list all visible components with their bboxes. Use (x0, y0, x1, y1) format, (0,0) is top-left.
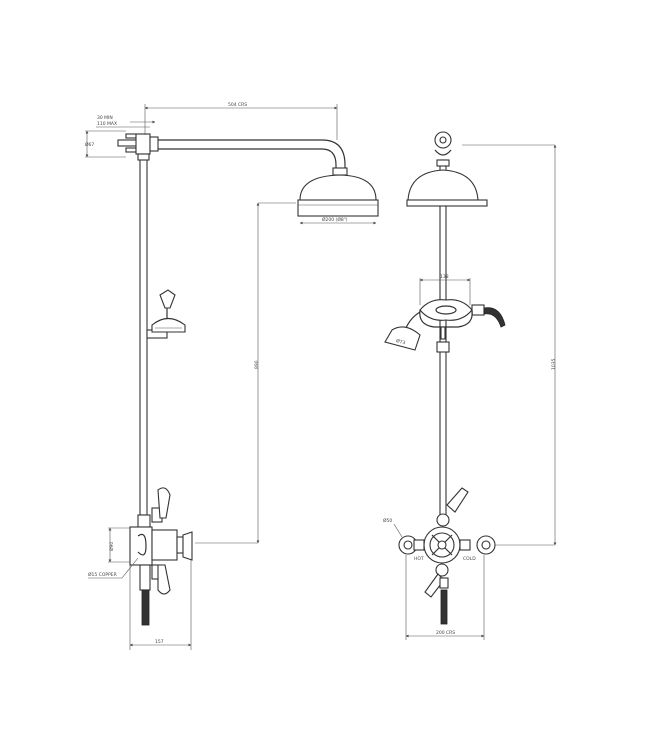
dim-wall-max: 110 MAX (97, 121, 117, 127)
front-flexible-hose (440, 589, 448, 625)
front-view: 138 Ø73 1035 Ø50 HOT COLD 200 CRS (383, 131, 557, 640)
side-thermostatic-valve (129, 487, 193, 626)
dim-handset-width: 138 (440, 274, 449, 280)
dim-handset-dia: Ø73 (395, 337, 406, 346)
dim-elbow-dia: Ø50 (383, 517, 392, 524)
side-dimensions: 504 CRS 30 MIN 110 MAX Ø67 Ø200 (Ø8") 89… (85, 102, 377, 650)
side-shower-rose (299, 174, 377, 201)
dim-inlet-crs: 200 CRS (436, 630, 455, 636)
front-wall-bracket (434, 131, 452, 167)
dim-wall-min: 30 MIN (97, 115, 113, 121)
dim-height-890: 890 (254, 360, 260, 369)
label-cold: COLD (463, 556, 476, 562)
front-thermostatic-valve (398, 487, 496, 625)
front-shower-rose (407, 169, 479, 201)
side-flexible-hose (141, 589, 150, 626)
dim-height-1035: 1035 (551, 358, 557, 370)
side-view: 504 CRS 30 MIN 110 MAX Ø67 Ø200 (Ø8") 89… (85, 102, 379, 650)
front-dimensions: 138 Ø73 1035 Ø50 HOT COLD 200 CRS (383, 144, 557, 640)
dim-bracket-dia: Ø67 (85, 141, 94, 148)
dim-valve-dia: Ø90 (108, 542, 115, 551)
dim-depth: 157 (155, 639, 164, 645)
side-hand-shower (146, 289, 186, 339)
dim-arm-crs: 504 CRS (228, 102, 247, 108)
front-hand-shower (384, 299, 506, 353)
dim-inlet-copper: Ø15 COPPER (88, 571, 117, 578)
front-hand-shower-head (384, 326, 421, 351)
side-wall-bracket (117, 133, 159, 161)
side-shower-arm (158, 139, 346, 172)
side-riser-pipe (139, 154, 148, 516)
dim-rose-dia: Ø200 (Ø8") (322, 216, 348, 223)
label-hot: HOT (414, 556, 424, 562)
